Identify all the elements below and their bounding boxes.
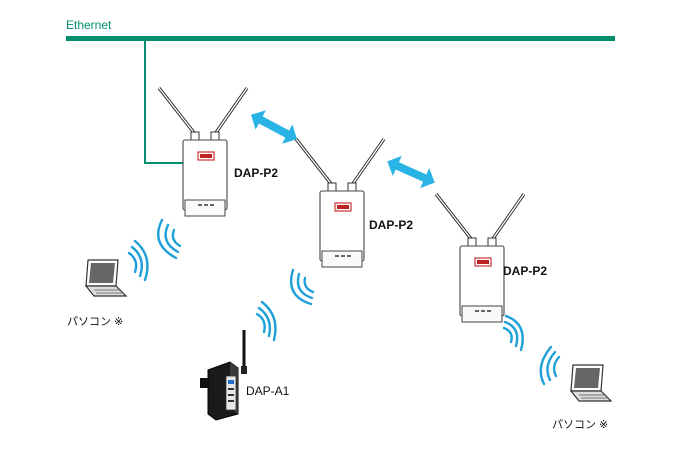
- laptop-1-label: パソコン ※: [67, 315, 123, 328]
- access-point-1: [157, 86, 249, 218]
- wifi-waves-icon-ap1: [157, 218, 182, 260]
- ethernet-label: Ethernet: [66, 18, 112, 32]
- access-point-2: [294, 137, 386, 269]
- antenna-icon: [434, 192, 526, 324]
- wifi-waves-icon-laptop2: [539, 345, 561, 386]
- laptop-icon-2: [570, 364, 612, 402]
- ap-1-label: DAP-P2: [234, 166, 278, 180]
- double-arrow-icon-2: [382, 151, 440, 193]
- access-point-3: [434, 192, 526, 324]
- wifi-waves-icon-ap3: [502, 314, 524, 352]
- antenna-icon: [157, 86, 249, 218]
- double-arrow-icon-1: [245, 105, 303, 149]
- ethernet-bus-line: [66, 36, 615, 41]
- wifi-waves-icon-laptop1: [127, 239, 149, 282]
- antenna-icon: [294, 137, 386, 269]
- ap-3-label: DAP-P2: [503, 264, 547, 278]
- adapter-label: DAP-A1: [246, 384, 290, 398]
- ethernet-drop-cable: [144, 41, 183, 164]
- laptop-2-label: パソコン ※: [552, 418, 608, 431]
- ap-2-label: DAP-P2: [369, 218, 413, 232]
- laptop-icon-1: [85, 259, 127, 297]
- wireless-adapter-device: [200, 330, 247, 421]
- wifi-waves-icon-adapter: [255, 300, 277, 342]
- wifi-waves-icon-ap2: [289, 268, 315, 306]
